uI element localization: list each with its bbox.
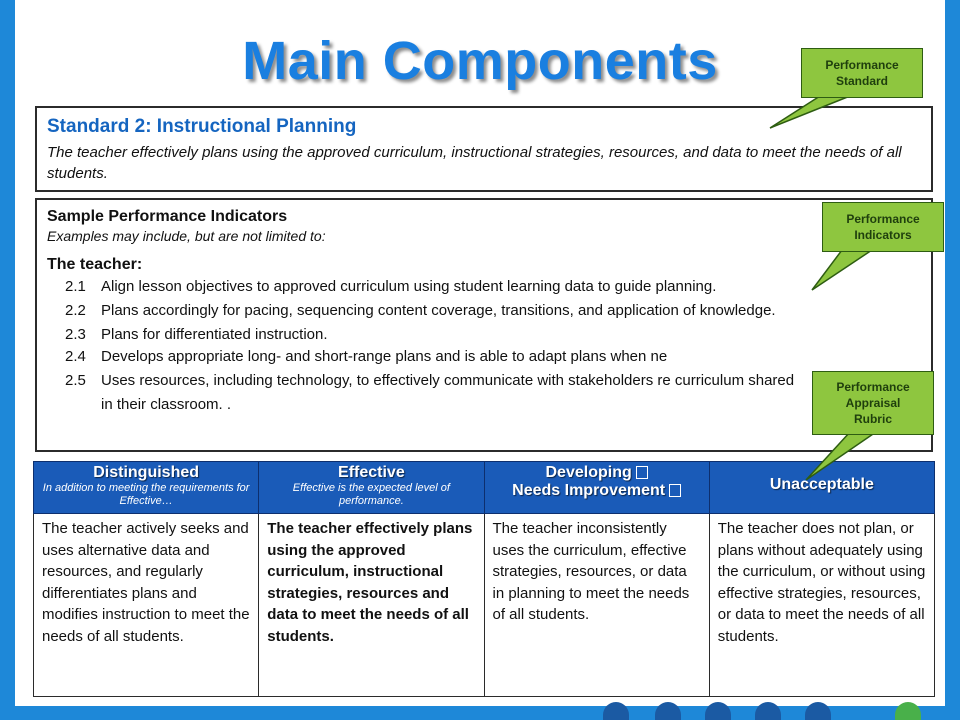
callout-line: Appraisal bbox=[845, 396, 901, 410]
decorative-dot bbox=[755, 702, 781, 720]
indicator-text: Align lesson objectives to approved curr… bbox=[101, 278, 717, 295]
rubric-header-unacceptable: Unacceptable bbox=[708, 461, 936, 514]
header-subtitle: Effective is the expected level of perfo… bbox=[292, 482, 450, 507]
header-label: Distinguished bbox=[93, 464, 200, 481]
rubric-row: The teacher actively seeks and uses alte… bbox=[32, 513, 936, 697]
indicator-text: Plans accordingly for pacing, sequencing… bbox=[101, 302, 776, 319]
standard-box: Standard 2: Instructional Planning The t… bbox=[35, 106, 933, 192]
decorative-dot bbox=[895, 702, 921, 720]
rubric-cell-effective: The teacher effectively plans using the … bbox=[258, 513, 485, 697]
rubric-header-distinguished: Distinguished In addition to meeting the… bbox=[32, 461, 260, 514]
header-label-line-1: Developing bbox=[489, 464, 705, 482]
indicator-list: 2.1 Align lesson objectives to approved c… bbox=[65, 277, 921, 417]
indicator-item: 2.3 Plans for differentiated instruction. bbox=[65, 325, 921, 345]
callout-line: Performance bbox=[846, 212, 920, 226]
indicator-text: Plans for differentiated instruction. bbox=[101, 326, 328, 343]
rubric-header-row: Distinguished In addition to meeting the… bbox=[32, 461, 936, 514]
indicators-title: Sample Performance Indicators bbox=[47, 208, 288, 225]
header-label-2: Needs Improvement bbox=[512, 482, 666, 499]
callout-line: Rubric bbox=[853, 412, 892, 426]
rubric-cell-distinguished: The teacher actively seeks and uses alte… bbox=[32, 513, 260, 697]
indicator-number: 2.4 bbox=[65, 348, 86, 365]
header-label: Effective bbox=[338, 464, 405, 481]
header-label-line-2: Needs Improvement bbox=[489, 482, 705, 500]
decorative-dot bbox=[705, 702, 731, 720]
square-icon bbox=[635, 466, 648, 480]
callout-line: Indicators bbox=[854, 228, 912, 242]
indicator-item: 2.5 Uses resources, including technology,… bbox=[65, 369, 921, 417]
callout-box: Performance Indicators bbox=[822, 202, 944, 252]
indicator-item: 2.1 Align lesson objectives to approved c… bbox=[65, 277, 921, 297]
indicator-number: 2.2 bbox=[65, 302, 86, 319]
indicator-item: 2.2 Plans accordingly for pacing, sequenc… bbox=[65, 299, 921, 323]
callout-box: Performance Standard bbox=[801, 48, 923, 98]
teacher-label: The teacher: bbox=[47, 256, 143, 273]
callout-box: Performance Appraisal Rubric bbox=[812, 371, 934, 435]
indicators-subtitle: Examples may include, but are not limite… bbox=[47, 228, 326, 244]
indicator-number: 2.3 bbox=[65, 326, 86, 343]
page-title: Main Components bbox=[242, 31, 718, 91]
decorative-dot bbox=[805, 702, 831, 720]
decorative-dot bbox=[603, 702, 629, 720]
standard-text: The teacher effectively plans using the … bbox=[47, 144, 902, 182]
square-icon bbox=[669, 484, 682, 498]
header-label: Developing bbox=[545, 464, 632, 481]
callout-line: Performance bbox=[836, 380, 910, 394]
indicators-box: Sample Performance Indicators Examples m… bbox=[35, 198, 933, 452]
decorative-dot bbox=[655, 702, 681, 720]
rubric-table: Distinguished In addition to meeting the… bbox=[32, 461, 936, 697]
callout-line: Standard bbox=[835, 74, 888, 88]
rubric-cell-developing: The teacher inconsistently uses the curr… bbox=[483, 513, 710, 697]
callout-line: Performance bbox=[825, 58, 899, 72]
indicator-text: Develops appropriate long- and short-ran… bbox=[101, 348, 668, 365]
standard-title: Standard 2: Instructional Planning bbox=[47, 116, 357, 137]
indicator-item: 2.4 Develops appropriate long- and short-… bbox=[65, 347, 921, 367]
header-subtitle: In addition to meeting the requirements … bbox=[42, 482, 250, 507]
rubric-header-effective: Effective Effective is the expected leve… bbox=[258, 461, 485, 514]
indicator-number: 2.1 bbox=[65, 278, 86, 295]
rubric-cell-unacceptable: The teacher does not plan, or plans with… bbox=[708, 513, 936, 697]
indicator-text: Uses resources, including technology, to… bbox=[101, 372, 795, 413]
header-label: Unacceptable bbox=[769, 476, 874, 493]
rubric-header-developing: Developing Needs Improvement bbox=[483, 461, 710, 514]
indicator-number: 2.5 bbox=[65, 372, 86, 389]
